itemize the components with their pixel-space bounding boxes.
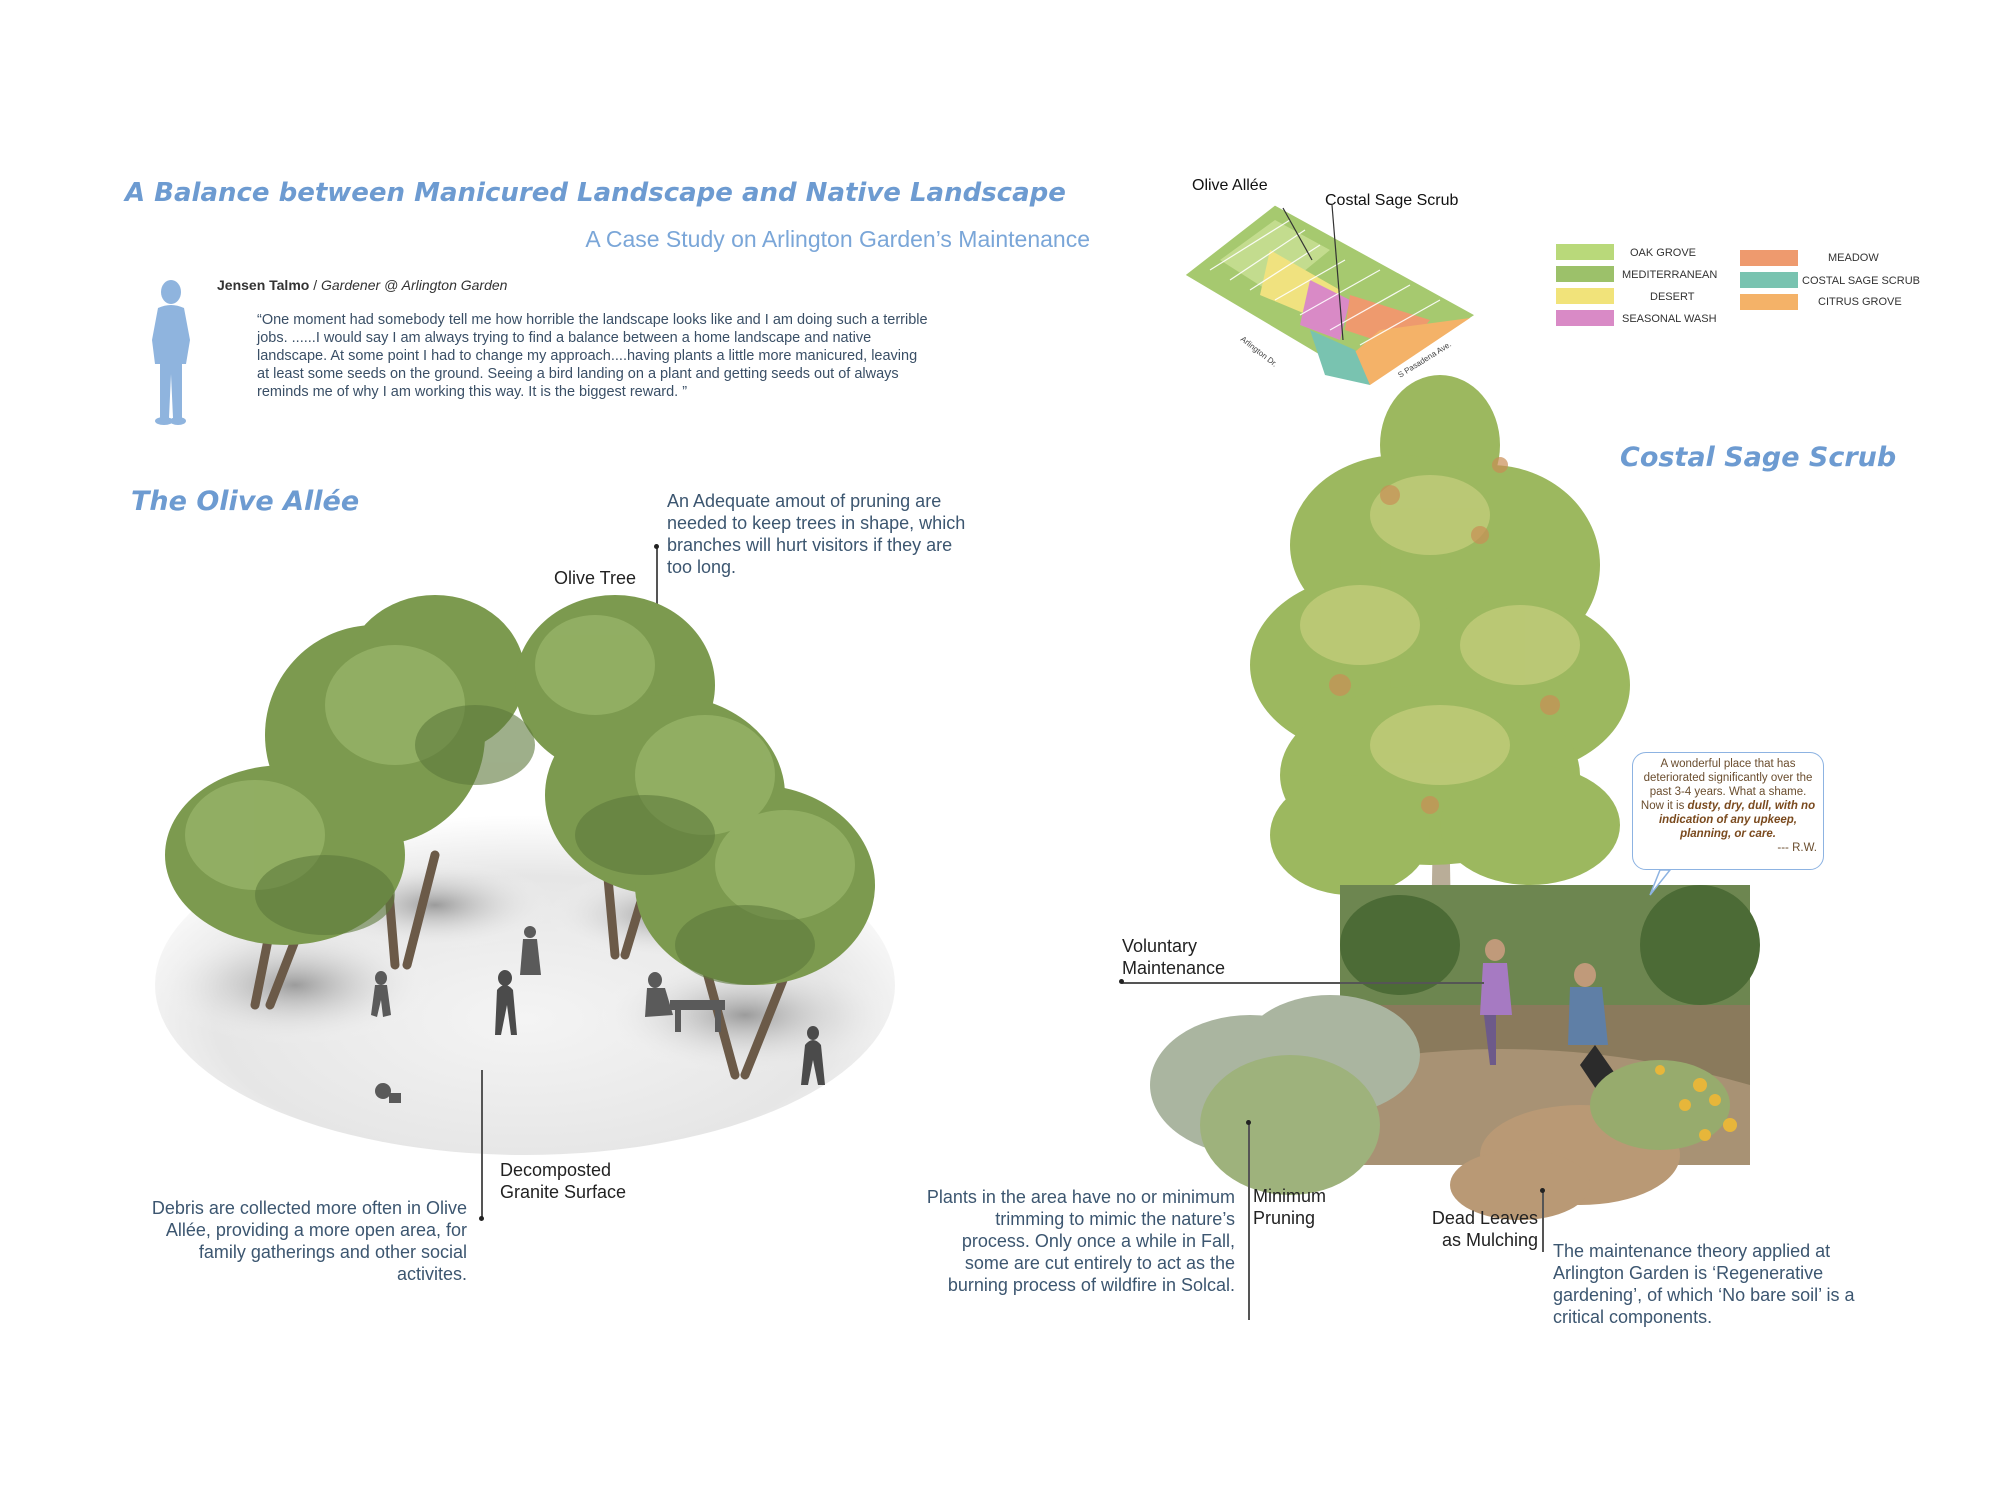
theory-note: The maintenance theory applied at Arling… [1553, 1241, 1855, 1327]
olive-allee-illustration [155, 595, 895, 1155]
min-pruning-dot [1246, 1120, 1251, 1125]
voluntary-maintenance-label: Voluntary Maintenance [1122, 936, 1226, 978]
review-author: --- R.W. [1777, 842, 1817, 854]
legend-label-seasonal-wash: SEASONAL WASH [1622, 313, 1717, 325]
legend-label-citrus-grove: CITRUS GROVE [1818, 296, 1902, 308]
credit-separator: / [309, 277, 321, 293]
interviewee-name: Jensen Talmo [217, 277, 310, 293]
plants-note: Plants in the area have no or minimum tr… [926, 1187, 1235, 1295]
interviewee-role: Gardener @ Arlington Garden [321, 277, 508, 293]
olive-tree-label: Olive Tree [554, 568, 637, 588]
olive-tree-dot [654, 544, 659, 549]
page-title: A Balance between Manicured Landscape an… [125, 178, 1066, 208]
legend-swatch-seasonal-wash [1556, 310, 1614, 326]
map-label-olive-allee: Olive Allée [1192, 177, 1268, 194]
gardener-silhouette-icon [152, 280, 190, 425]
legend-swatch-mediterranean [1556, 266, 1614, 282]
interview-quote: “One moment had somebody tell me how hor… [257, 312, 928, 400]
costal-sage-heading: Costal Sage Scrub [1620, 442, 1897, 473]
legend-swatch-oak-grove [1556, 244, 1614, 260]
review-emphasis: dusty, dry, dull, with no indication of … [1658, 800, 1816, 840]
surface-label: Decomposted Granite Surface [500, 1160, 627, 1202]
olive-leader-line [1282, 207, 1313, 261]
review-text: A wonderful place that has deteriorated … [1640, 758, 1813, 812]
voluntary-dot [1119, 979, 1124, 984]
surface-dot [479, 1216, 484, 1221]
min-pruning-leader [1248, 1122, 1250, 1320]
legend-label-costal-sage-scrub: COSTAL SAGE SCRUB [1802, 275, 1920, 287]
olive-allee-heading: The Olive Allée [131, 486, 360, 517]
dead-leaves-label: Dead Leaves as Mulching [1431, 1208, 1538, 1250]
surface-leader [481, 1070, 483, 1218]
debris-note: Debris are collected more often in Olive… [151, 1198, 467, 1284]
voluntary-leader [1122, 982, 1484, 984]
map-label-costal-sage: Costal Sage Scrub [1325, 192, 1459, 209]
legend-label-desert: DESERT [1650, 291, 1695, 303]
legend-label-oak-grove: OAK GROVE [1630, 247, 1697, 259]
dead-leaves-leader [1542, 1190, 1544, 1252]
visitor-review-bubble: A wonderful place that has deteriorated … [1632, 752, 1824, 870]
legend-swatch-meadow [1740, 250, 1798, 266]
page-subtitle: A Case Study on Arlington Garden’s Maint… [585, 226, 1090, 252]
legend-label-mediterranean: MEDITERRANEAN [1622, 269, 1718, 281]
legend-swatch-desert [1556, 288, 1614, 304]
street-label-arlington: Arlington Dr. [1239, 334, 1279, 368]
costal-sage-illustration [1150, 375, 1760, 1220]
min-pruning-label: Minimum Pruning [1253, 1186, 1327, 1228]
dead-leaves-dot [1540, 1188, 1545, 1193]
legend-label-meadow: MEADOW [1828, 252, 1879, 264]
legend-swatch-costal-sage-scrub [1740, 272, 1798, 288]
interviewee-credit: Jensen Talmo / Gardener @ Arlington Gard… [217, 277, 507, 293]
olive-tree-leader [656, 548, 658, 612]
garden-map: Arlington Dr. S Pasadena Ave. [1184, 204, 1476, 386]
sage-leader-line [1331, 204, 1344, 341]
pruning-note: An Adequate amout of pruning are needed … [667, 491, 966, 577]
legend-swatch-citrus-grove [1740, 294, 1798, 310]
